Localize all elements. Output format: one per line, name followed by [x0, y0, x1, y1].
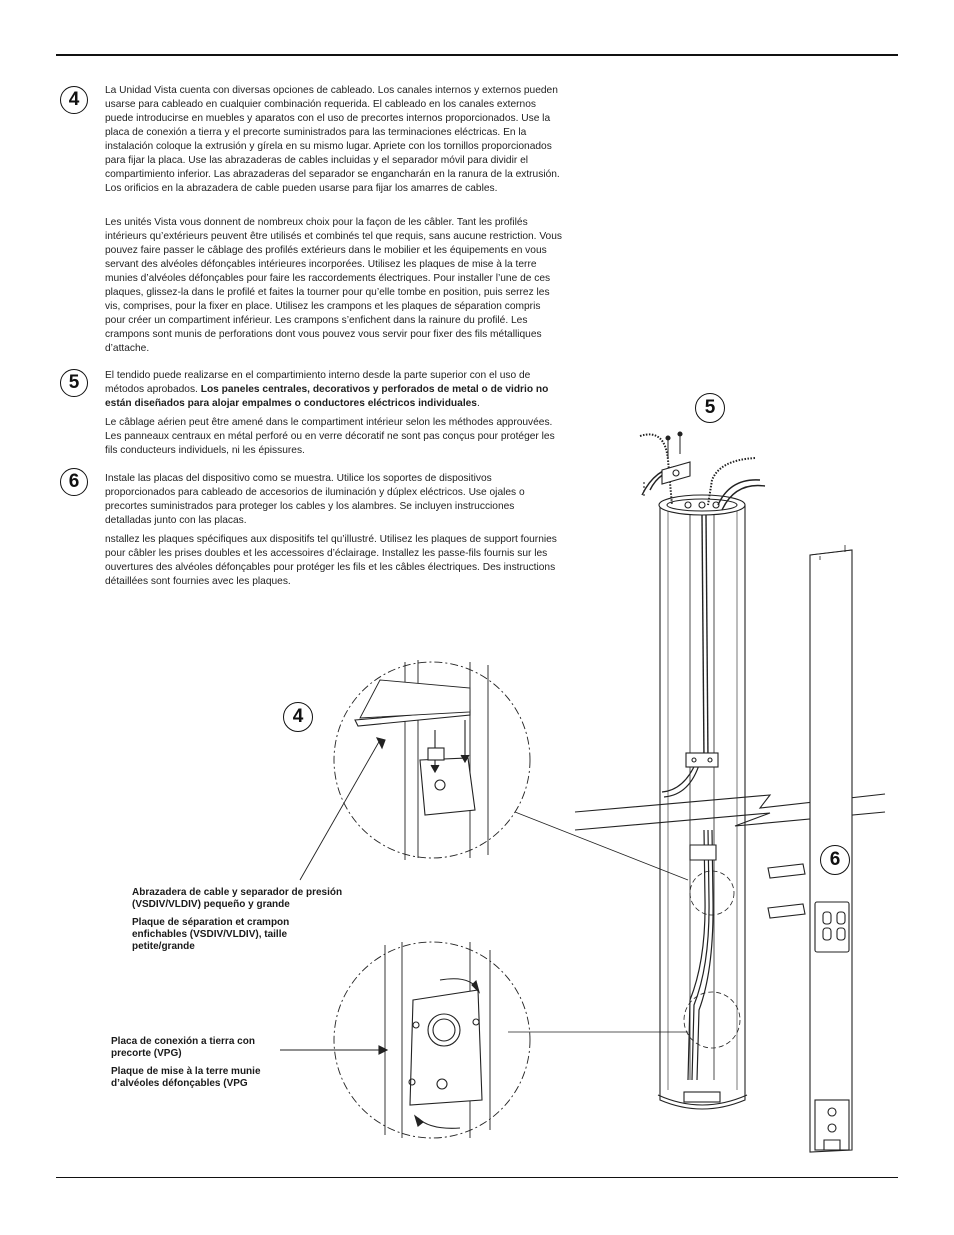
- column-outline: [659, 505, 746, 1095]
- step-6-badge: 6: [60, 468, 88, 496]
- callout-ground-fr: Plaque de mise à la terre munie d’alvéol…: [111, 1066, 261, 1089]
- figure-label-5: 5: [695, 393, 725, 423]
- step-5-text-fr: Le câblage aérien peut être amené dans l…: [105, 417, 555, 456]
- top-rule: [56, 54, 898, 56]
- step-4-text-es: La Unidad Vista cuenta con diversas opci…: [105, 85, 560, 194]
- step-6-text-fr: nstallez les plaques spécifiques aux dis…: [105, 534, 557, 587]
- step-4-badge: 4: [60, 86, 88, 114]
- callout-ground-es: Placa de conexión a tierra con precorte …: [111, 1036, 255, 1059]
- callout-divider-fr: Plaque de séparation et crampon enfichab…: [132, 917, 290, 952]
- figure-label-4: 4: [283, 702, 313, 732]
- step-5-warning: Los paneles centrales, decorativos y per…: [105, 384, 549, 409]
- figure-label-6: 6: [820, 845, 850, 875]
- callout-divider-es: Abrazadera de cable y separador de presi…: [132, 887, 343, 910]
- step-5-badge: 5: [60, 369, 88, 397]
- step-5-text-es: El tendido puede realizarse en el compar…: [105, 370, 549, 409]
- step-6-text-es: Instale las placas del dispositivo como …: [105, 473, 525, 526]
- bottom-rule: [56, 1177, 898, 1178]
- step-4-text-fr: Les unités Vista vous donnent de nombreu…: [105, 217, 562, 354]
